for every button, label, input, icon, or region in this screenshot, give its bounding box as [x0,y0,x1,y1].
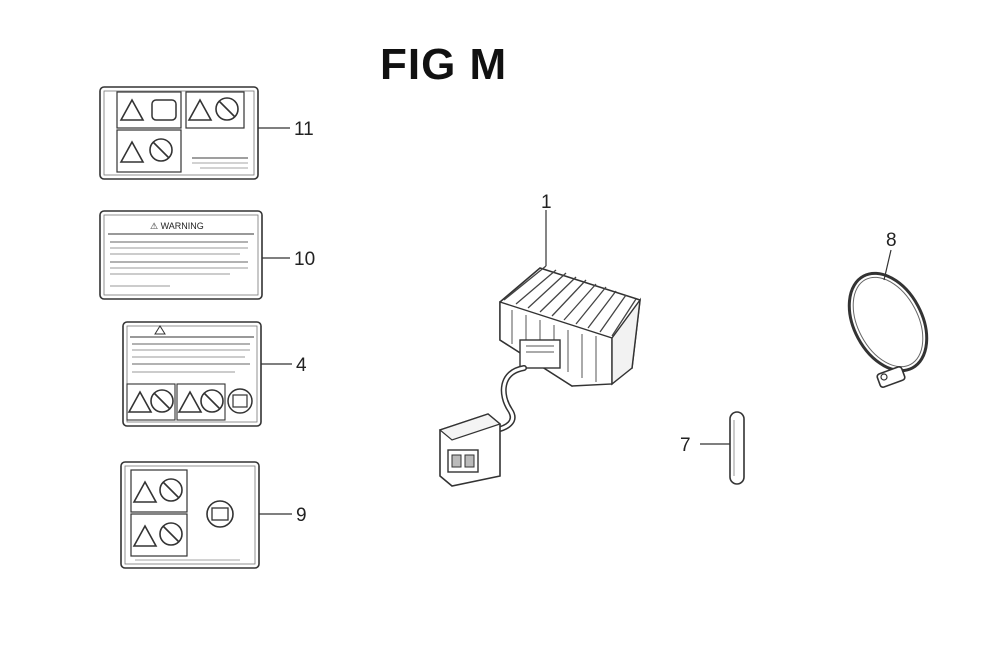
label-10: ⚠ WARNING [99,210,290,300]
callout-11: 11 [294,119,314,140]
label-4 [122,321,292,427]
callout-4: 4 [296,355,307,376]
callout-9: 9 [296,505,307,526]
band-clamp [847,249,929,388]
callout-1: 1 [541,192,552,213]
manual-icon [227,388,253,414]
label-10-heading: ⚠ WARNING [150,221,204,231]
pin [700,411,745,485]
label-11 [99,86,290,180]
callout-7: 7 [680,435,691,456]
regulator-rectifier [438,210,642,487]
callout-10: 10 [294,249,315,270]
callout-8: 8 [886,230,897,251]
manual-icon [151,99,177,121]
label-9 [120,461,292,569]
manual-icon [206,500,234,528]
figure-title: FIG M [380,40,508,89]
